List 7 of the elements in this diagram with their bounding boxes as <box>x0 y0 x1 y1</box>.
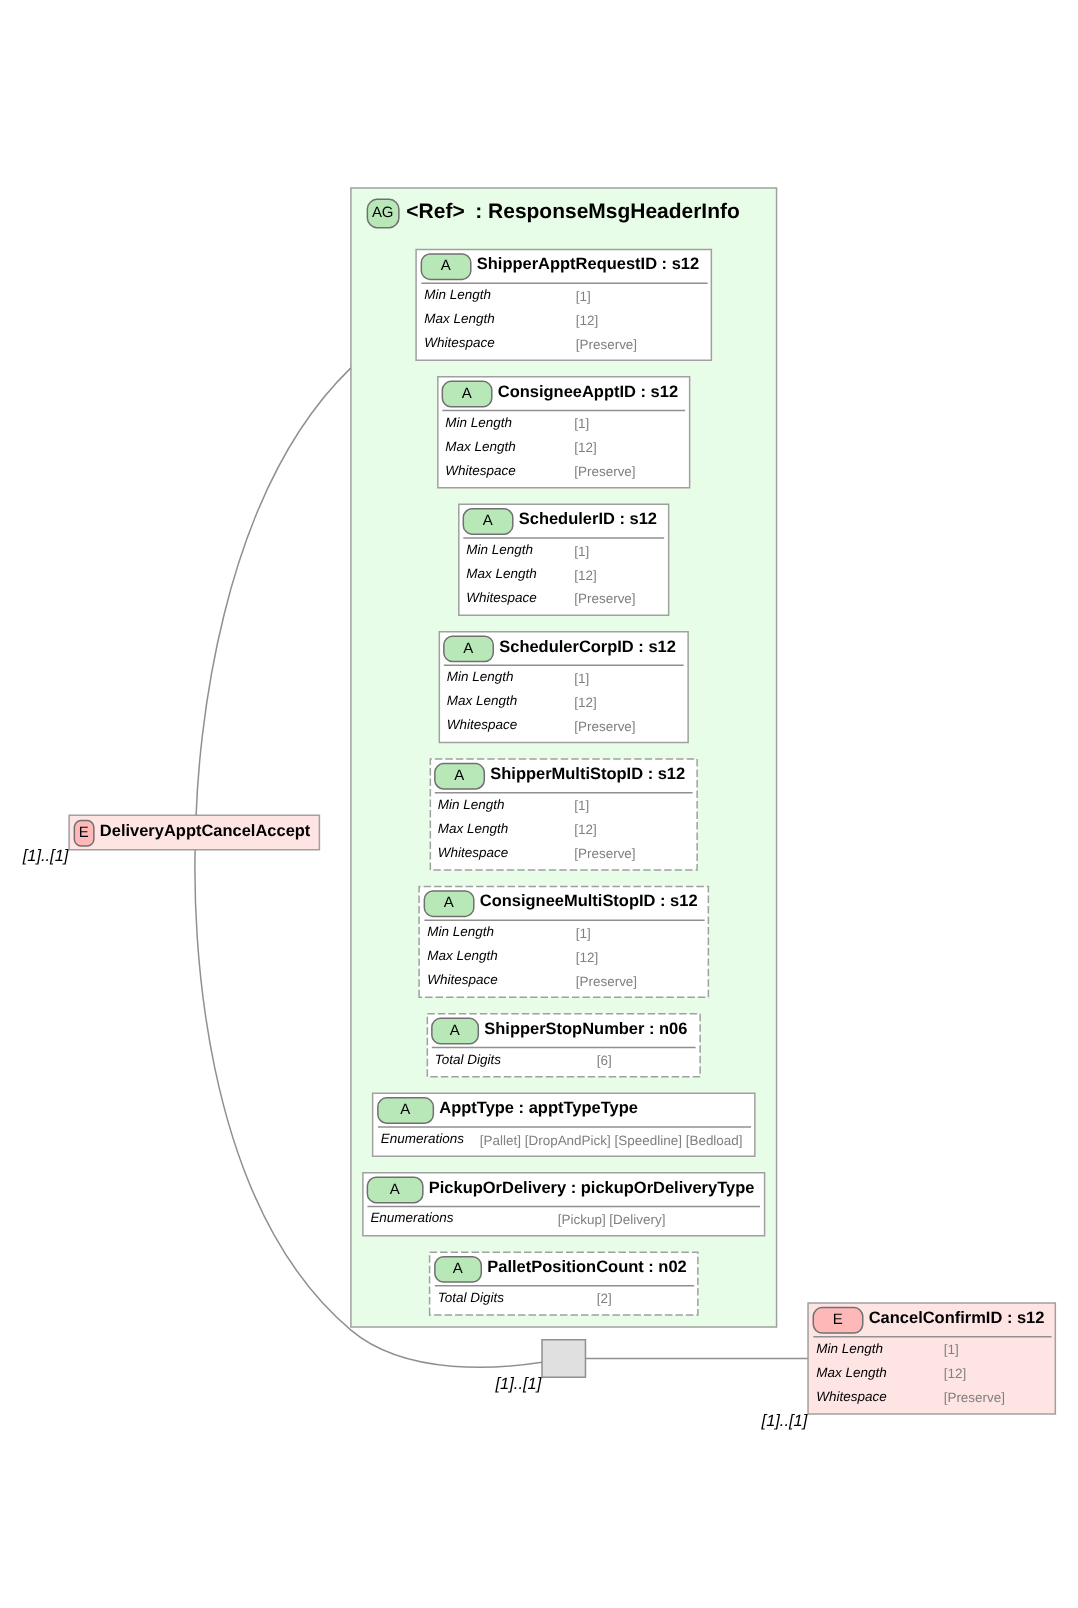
connector <box>585 1357 809 1360</box>
node-label: [1]..[1] <box>761 1411 808 1430</box>
connector <box>195 367 352 816</box>
node-label: [1]..[1] <box>495 1374 542 1393</box>
node-label: [1]..[1] <box>22 847 69 866</box>
node-box <box>541 1339 587 1379</box>
connector <box>194 849 543 1368</box>
